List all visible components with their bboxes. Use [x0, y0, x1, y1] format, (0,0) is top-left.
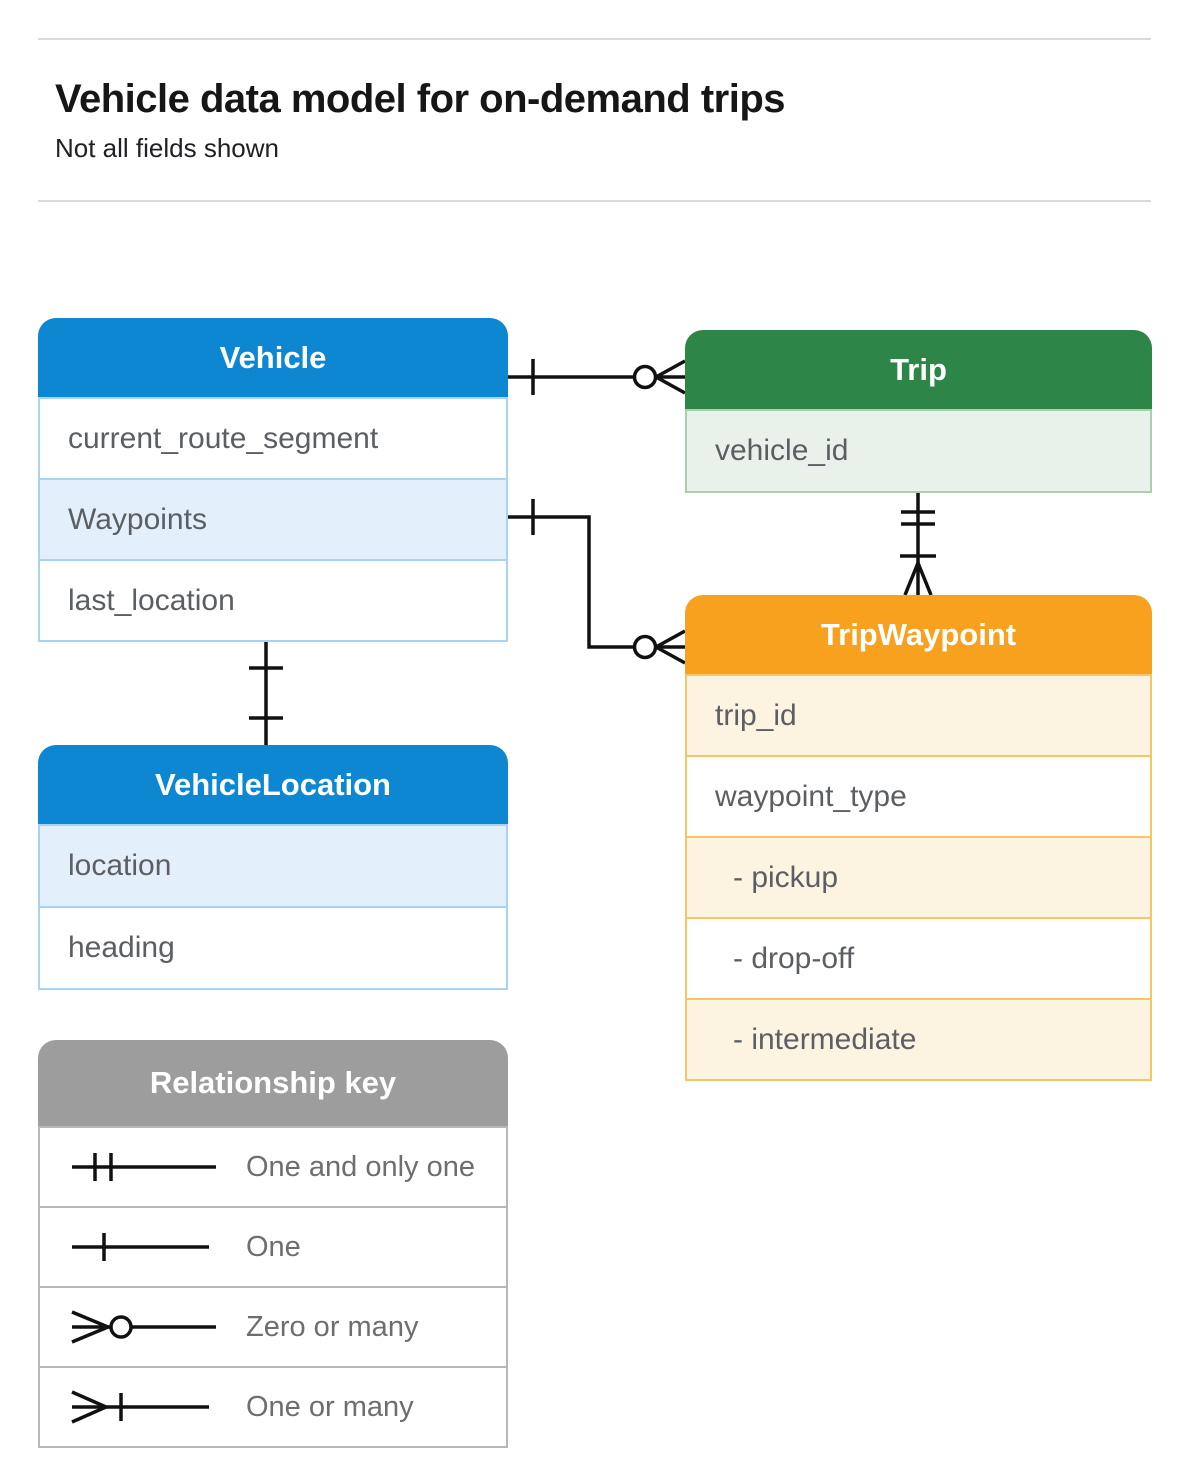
relationship-key-header: Relationship key	[38, 1040, 508, 1126]
field-label: - intermediate	[733, 1022, 917, 1056]
field-label: - drop-off	[733, 941, 855, 975]
connector-vehicle-vehiclelocation	[249, 637, 283, 745]
vehiclelocation-table-title: VehicleLocation	[154, 766, 391, 802]
field-label: heading	[68, 931, 175, 964]
tripwaypoint-row-waypoint-type: waypoint_type	[687, 755, 1150, 836]
field-label: trip_id	[715, 698, 797, 732]
field-label: waypoint_type	[715, 779, 907, 813]
tripwaypoint-table-title: TripWaypoint	[820, 616, 1017, 652]
vehiclelocation-table-header: VehicleLocation	[38, 745, 508, 824]
relationship-key: Relationship key One and only one One	[38, 1040, 508, 1448]
field-label: location	[68, 849, 172, 882]
one-icon	[72, 1233, 209, 1261]
tripwaypoint-table: TripWaypoint trip_id waypoint_type - pic…	[685, 595, 1152, 1081]
legend-label: Zero or many	[246, 1310, 419, 1343]
connector-vehicle-trip	[508, 359, 686, 395]
one-and-only-one-icon	[72, 1153, 216, 1181]
page-subtitle: Not all fields shown	[55, 133, 279, 163]
relationship-key-title: Relationship key	[149, 1065, 397, 1100]
vehicle-table: Vehicle current_route_segment Waypoints …	[38, 318, 508, 642]
legend-item-one-or-many: One or many	[40, 1366, 506, 1446]
legend-item-zero-or-many: Zero or many	[40, 1286, 506, 1366]
vehicle-table-title: Vehicle	[219, 339, 327, 375]
tripwaypoint-row-pickup: - pickup	[687, 836, 1150, 917]
crows-foot	[655, 629, 686, 649]
vehicle-table-header: Vehicle	[38, 318, 508, 397]
trip-row-vehicle-id: vehicle_id	[687, 411, 1150, 491]
tripwaypoint-row-drop-off: - drop-off	[687, 917, 1150, 998]
page-title: Vehicle data model for on-demand trips	[55, 77, 786, 121]
field-label: Waypoints	[68, 502, 207, 536]
trip-table: Trip vehicle_id	[685, 330, 1152, 493]
field-label: - pickup	[733, 860, 839, 894]
zero-circle	[632, 634, 658, 660]
tripwaypoint-row-intermediate: - intermediate	[687, 998, 1150, 1079]
trip-table-title: Trip	[890, 351, 947, 387]
trip-table-header: Trip	[685, 330, 1152, 409]
one-or-many-icon	[71, 1390, 209, 1424]
tripwaypoint-table-header: TripWaypoint	[685, 595, 1152, 674]
legend-item-one-and-only-one: One and only one	[40, 1128, 506, 1206]
vehiclelocation-row-location: location	[40, 826, 506, 906]
legend-item-one: One	[40, 1206, 506, 1286]
header-divider	[38, 200, 1151, 202]
legend-label: One and only one	[246, 1150, 475, 1183]
vehicle-row-last-location: last_location	[40, 559, 506, 640]
zero-or-many-icon	[71, 1310, 216, 1344]
legend-label: One or many	[246, 1390, 414, 1423]
connector-waypoints-tripwaypoint	[508, 499, 686, 665]
zero-circle	[632, 364, 658, 390]
vehicle-row-waypoints: Waypoints	[40, 478, 506, 559]
connector-trip-tripwaypoint	[900, 490, 936, 596]
crows-foot	[655, 359, 686, 379]
field-label: current_route_segment	[68, 421, 379, 455]
field-label: vehicle_id	[715, 434, 849, 467]
crows-foot	[903, 562, 920, 596]
tripwaypoint-row-trip-id: trip_id	[687, 676, 1150, 755]
top-divider	[38, 38, 1151, 40]
vehicle-row-current-route-segment: current_route_segment	[40, 399, 506, 478]
vehiclelocation-table: VehicleLocation location heading	[38, 745, 508, 990]
legend-label: One	[246, 1230, 301, 1263]
field-label: last_location	[68, 583, 235, 617]
vehiclelocation-row-heading: heading	[40, 906, 506, 988]
